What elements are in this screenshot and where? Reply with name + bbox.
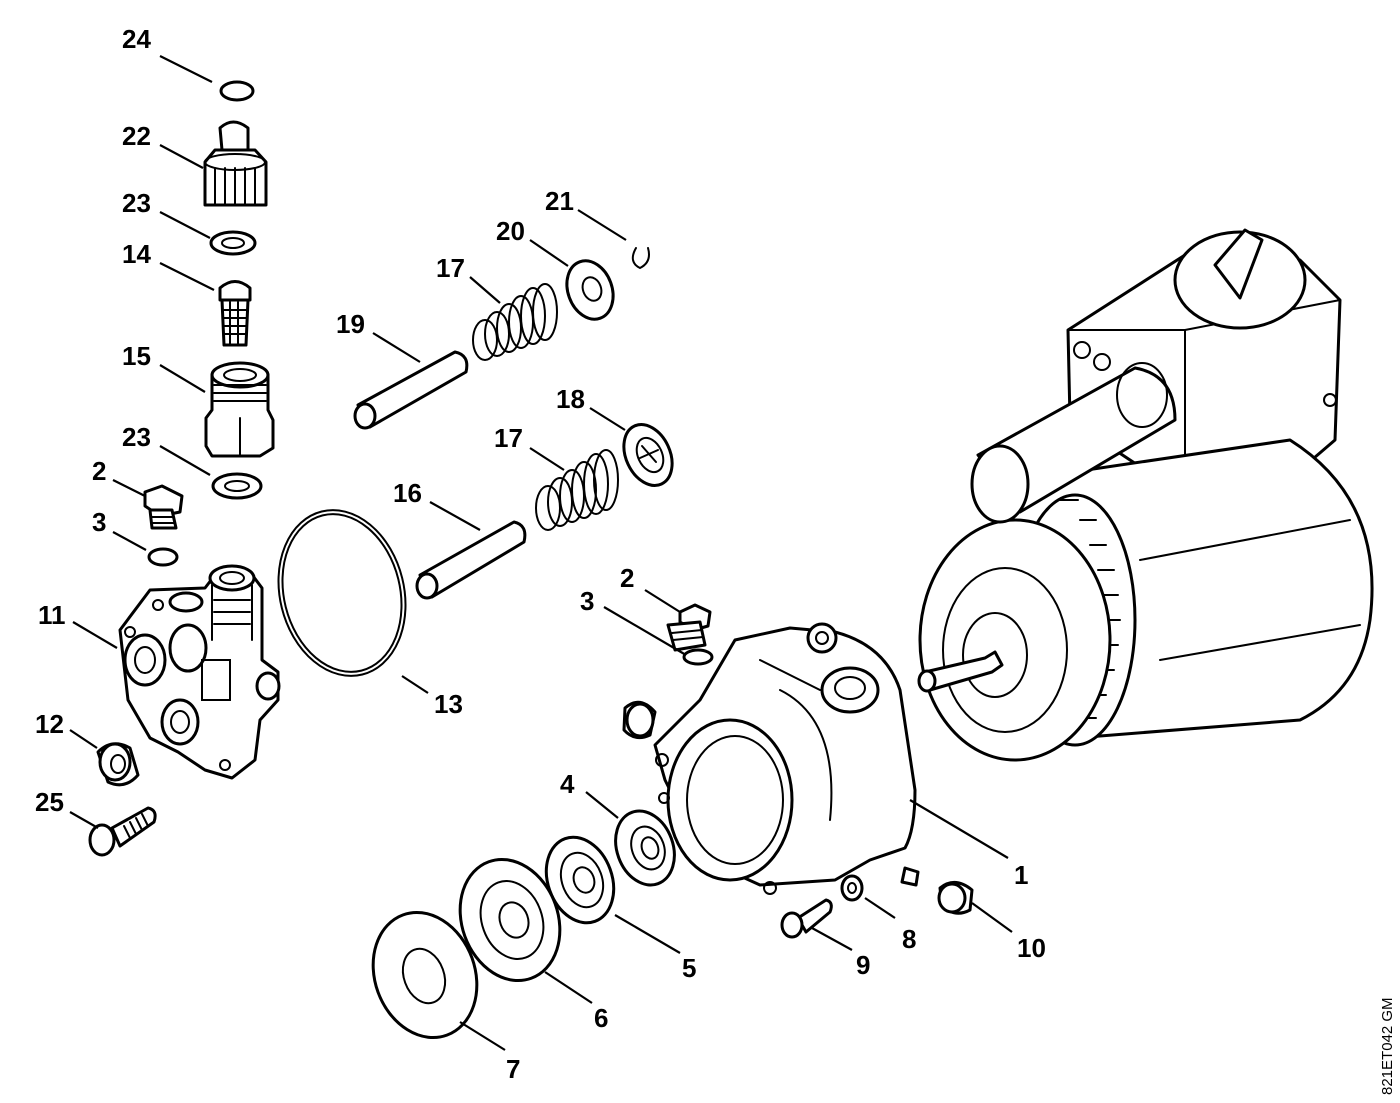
part-17-spring-lower [535, 449, 619, 531]
part-6-seal [458, 857, 562, 983]
part-2-plug-upper [143, 484, 184, 530]
callout-14: 14 [122, 239, 151, 269]
callout-13: 13 [434, 689, 463, 719]
callout-23: 23 [122, 188, 151, 218]
callout-2: 2 [92, 456, 106, 486]
leader-lines [69, 55, 1013, 1051]
bushing [622, 700, 657, 740]
part-18-valve-disc [622, 423, 674, 487]
part-25-screw [88, 806, 157, 857]
callout-3: 3 [92, 507, 106, 537]
callout-8: 8 [902, 924, 916, 954]
part-20-washer [565, 259, 615, 321]
callout-7: 7 [506, 1054, 520, 1084]
part-8-washer [840, 874, 864, 902]
motor [917, 228, 1374, 762]
part-12-cap [96, 742, 140, 787]
drawing-code: 821ET042 GM [1379, 997, 1396, 1095]
callout-1: 1 [1014, 860, 1028, 890]
callout-21: 21 [545, 186, 574, 216]
part-14-filter [218, 280, 252, 347]
part-13-large-o-ring [277, 509, 407, 677]
callout-12: 12 [35, 709, 64, 739]
callout-20: 20 [496, 216, 525, 246]
part-1-pump-housing [653, 622, 920, 895]
callout-25: 25 [35, 787, 64, 817]
part-22-coupling [203, 120, 268, 207]
callout-11: 11 [38, 600, 66, 630]
part-19-piston [353, 350, 469, 430]
part-11-valve-head [118, 564, 281, 780]
callout-labels: 1 2 2 3 3 4 5 6 7 8 9 10 11 12 13 14 15 … [35, 24, 1046, 1084]
part-10-bushing [937, 881, 974, 915]
part-21-circlip [631, 247, 650, 270]
part-3-o-ring-lower [682, 648, 714, 666]
callout-18: 18 [556, 384, 585, 414]
part-15-fitting [204, 361, 275, 458]
callout-17: 17 [436, 253, 465, 283]
callout-2: 2 [620, 563, 634, 593]
part-23-seal-ring-upper [209, 230, 257, 256]
callout-19: 19 [336, 309, 365, 339]
callout-4: 4 [560, 769, 575, 799]
callout-16: 16 [393, 478, 422, 508]
part-4-bearing [614, 809, 676, 887]
part-2-plug-lower [666, 603, 712, 652]
callout-9: 9 [856, 950, 870, 980]
callout-5: 5 [682, 953, 696, 983]
part-17-spring-upper [472, 283, 558, 361]
callout-15: 15 [122, 341, 151, 371]
callout-17: 17 [494, 423, 523, 453]
callout-6: 6 [594, 1003, 608, 1033]
part-3-o-ring-upper [147, 547, 179, 567]
callout-23: 23 [122, 422, 151, 452]
part-23-seal-ring-lower [211, 472, 263, 500]
callout-3: 3 [580, 586, 594, 616]
part-24-o-ring [219, 80, 255, 102]
callout-22: 22 [122, 121, 151, 151]
part-9-screw [780, 898, 833, 939]
callout-10: 10 [1017, 933, 1046, 963]
part-7-seal [371, 910, 479, 1040]
callout-24: 24 [122, 24, 151, 54]
part-16-piston [415, 520, 527, 600]
